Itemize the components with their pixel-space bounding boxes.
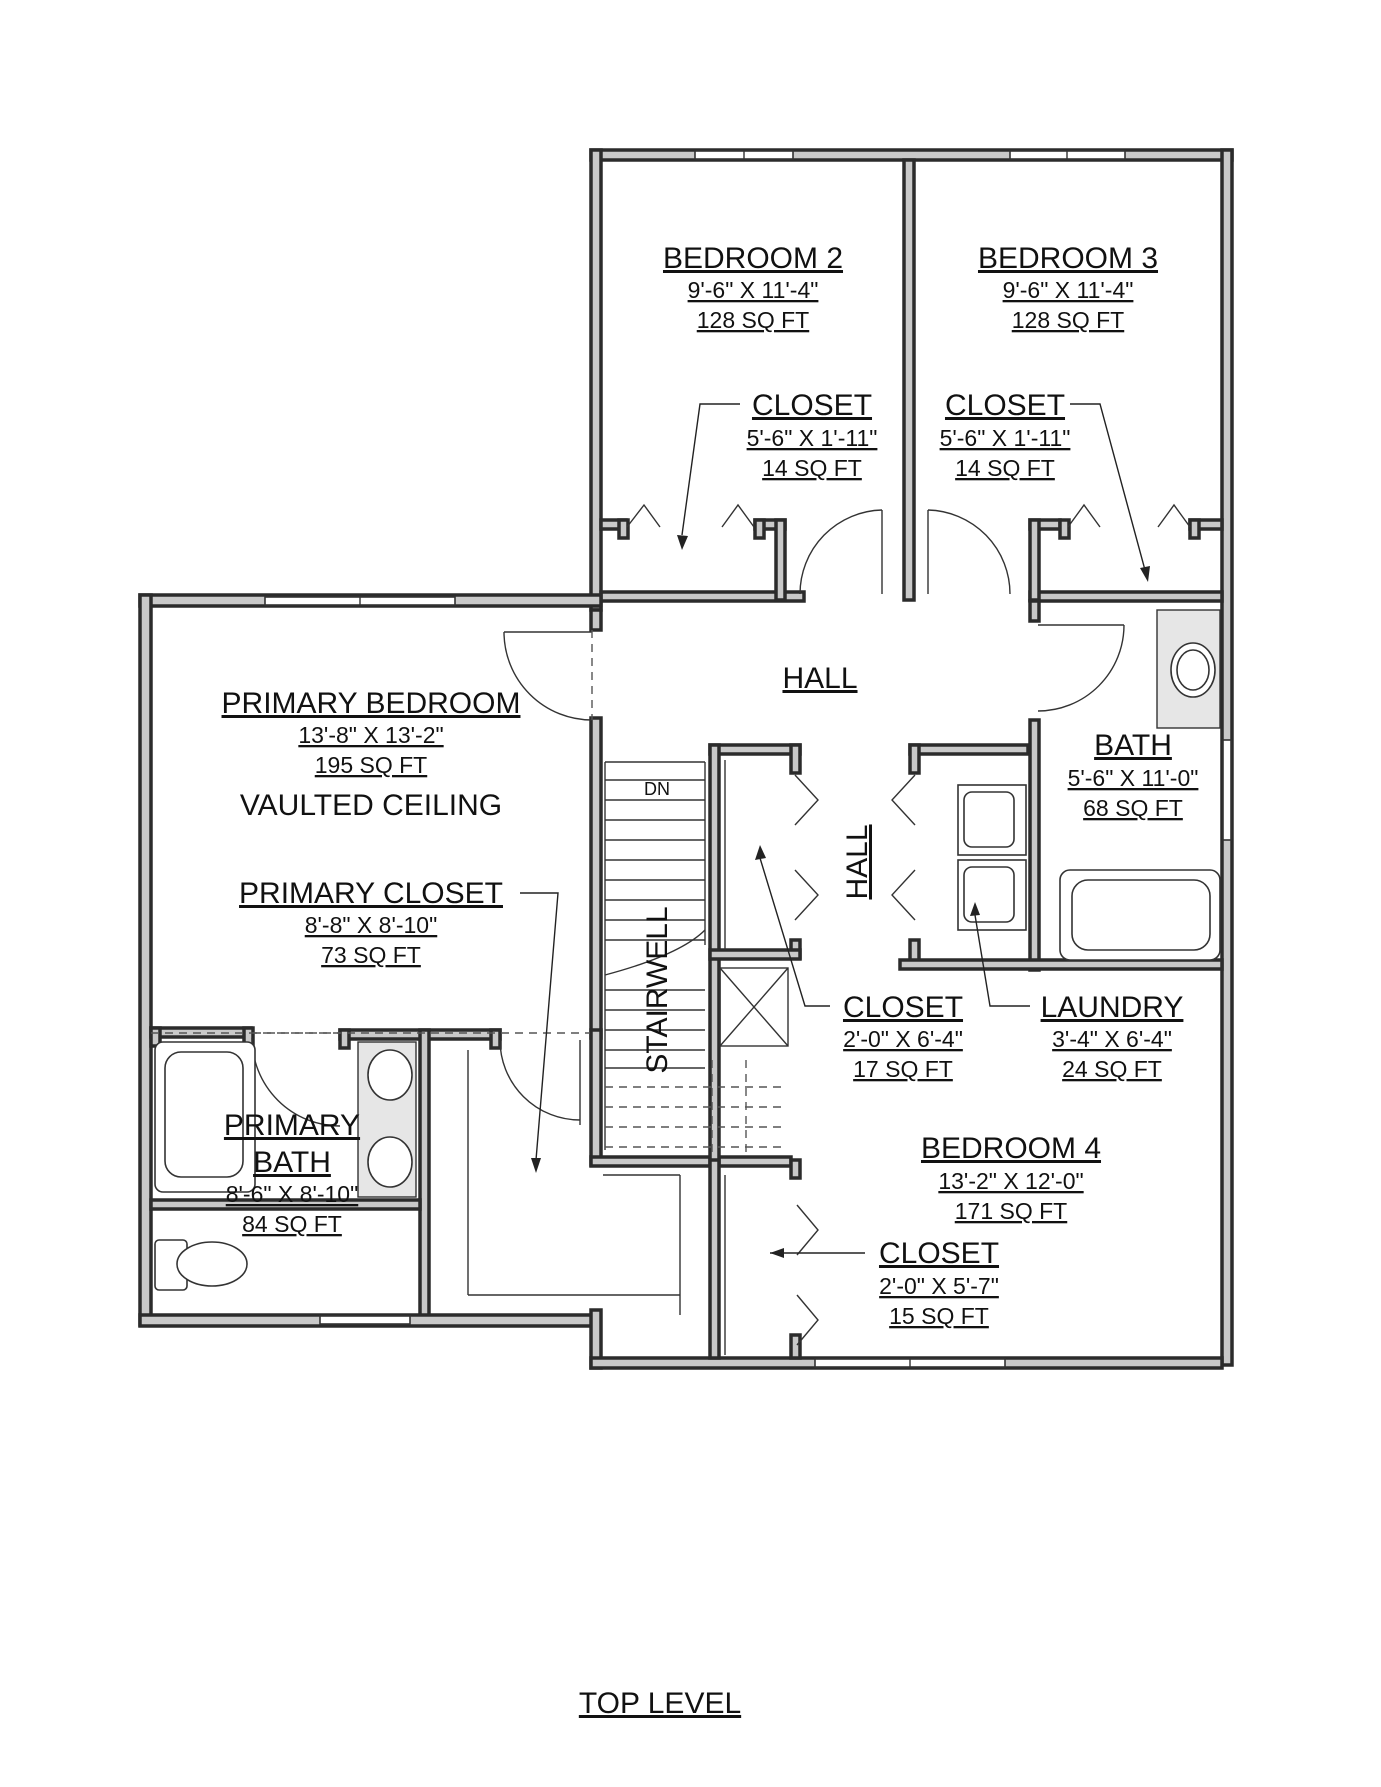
primary-bedroom-area: 195 SQ FT bbox=[315, 752, 427, 778]
closet-b2-dims: 5'-6" X 1'-11" bbox=[747, 425, 878, 451]
bedroom-3-name: BEDROOM 3 bbox=[978, 242, 1158, 275]
windows bbox=[264, 150, 1232, 1368]
bedroom-2-area: 128 SQ FT bbox=[697, 307, 809, 333]
stairs bbox=[467, 760, 789, 1355]
closet-b2-area: 14 SQ FT bbox=[762, 455, 862, 481]
closet-hall-area: 17 SQ FT bbox=[853, 1056, 953, 1082]
closet-b3-area: 14 SQ FT bbox=[955, 455, 1055, 481]
primary-closet-area: 73 SQ FT bbox=[321, 942, 421, 968]
fixtures bbox=[154, 609, 1221, 1291]
bedroom-4-dims: 13'-2" X 12'-0" bbox=[938, 1168, 1083, 1194]
primary-bedroom-dims: 13'-8" X 13'-2" bbox=[298, 722, 443, 748]
stairs-dn-label: DN bbox=[644, 779, 670, 799]
laundry-dims: 3'-4" X 6'-4" bbox=[1052, 1026, 1172, 1052]
primary-closet-dims: 8'-8" X 8'-10" bbox=[305, 912, 438, 938]
bedroom-3-dims: 9'-6" X 11'-4" bbox=[1003, 277, 1134, 303]
plan-title: TOP LEVEL bbox=[579, 1687, 741, 1720]
bedroom-2-dims: 9'-6" X 11'-4" bbox=[688, 277, 819, 303]
bedroom-2-name: BEDROOM 2 bbox=[663, 242, 843, 275]
closet-b3-name: CLOSET bbox=[945, 389, 1065, 422]
closet-b4-name: CLOSET bbox=[879, 1237, 999, 1270]
primary-bath-name-2: BATH bbox=[253, 1146, 331, 1179]
primary-bath-name-1: PRIMARY bbox=[224, 1109, 360, 1142]
hall-vertical-label: HALL bbox=[841, 824, 874, 899]
bedroom-4-name: BEDROOM 4 bbox=[921, 1132, 1101, 1165]
primary-bedroom-name: PRIMARY BEDROOM bbox=[222, 687, 521, 720]
stairwell-label: STAIRWELL bbox=[641, 906, 674, 1073]
closet-hall-name: CLOSET bbox=[843, 991, 963, 1024]
primary-closet-name: PRIMARY CLOSET bbox=[239, 877, 503, 910]
closet-hall-dims: 2'-0" X 6'-4" bbox=[843, 1026, 963, 1052]
bedroom-3-area: 128 SQ FT bbox=[1012, 307, 1124, 333]
bath-dims: 5'-6" X 11'-0" bbox=[1068, 765, 1199, 791]
closet-b4-dims: 2'-0" X 5'-7" bbox=[879, 1273, 999, 1299]
bath-area: 68 SQ FT bbox=[1083, 795, 1183, 821]
leader-lines bbox=[520, 403, 1150, 1258]
primary-bath-area: 84 SQ FT bbox=[242, 1211, 342, 1237]
room-labels: BEDROOM 2 9'-6" X 11'-4" 128 SQ FT BEDRO… bbox=[222, 242, 1199, 1720]
bath-name: BATH bbox=[1094, 729, 1172, 762]
bedroom-4-area: 171 SQ FT bbox=[955, 1198, 1067, 1224]
closet-b3-dims: 5'-6" X 1'-11" bbox=[940, 425, 1071, 451]
hall-main-label: HALL bbox=[782, 662, 857, 695]
primary-bedroom-note: VAULTED CEILING bbox=[240, 789, 502, 822]
primary-bath-dims: 8'-6" X 8'-10" bbox=[226, 1181, 359, 1207]
closet-b4-area: 15 SQ FT bbox=[889, 1303, 989, 1329]
closet-b2-name: CLOSET bbox=[752, 389, 872, 422]
laundry-area: 24 SQ FT bbox=[1062, 1056, 1162, 1082]
laundry-name: LAUNDRY bbox=[1041, 991, 1184, 1024]
